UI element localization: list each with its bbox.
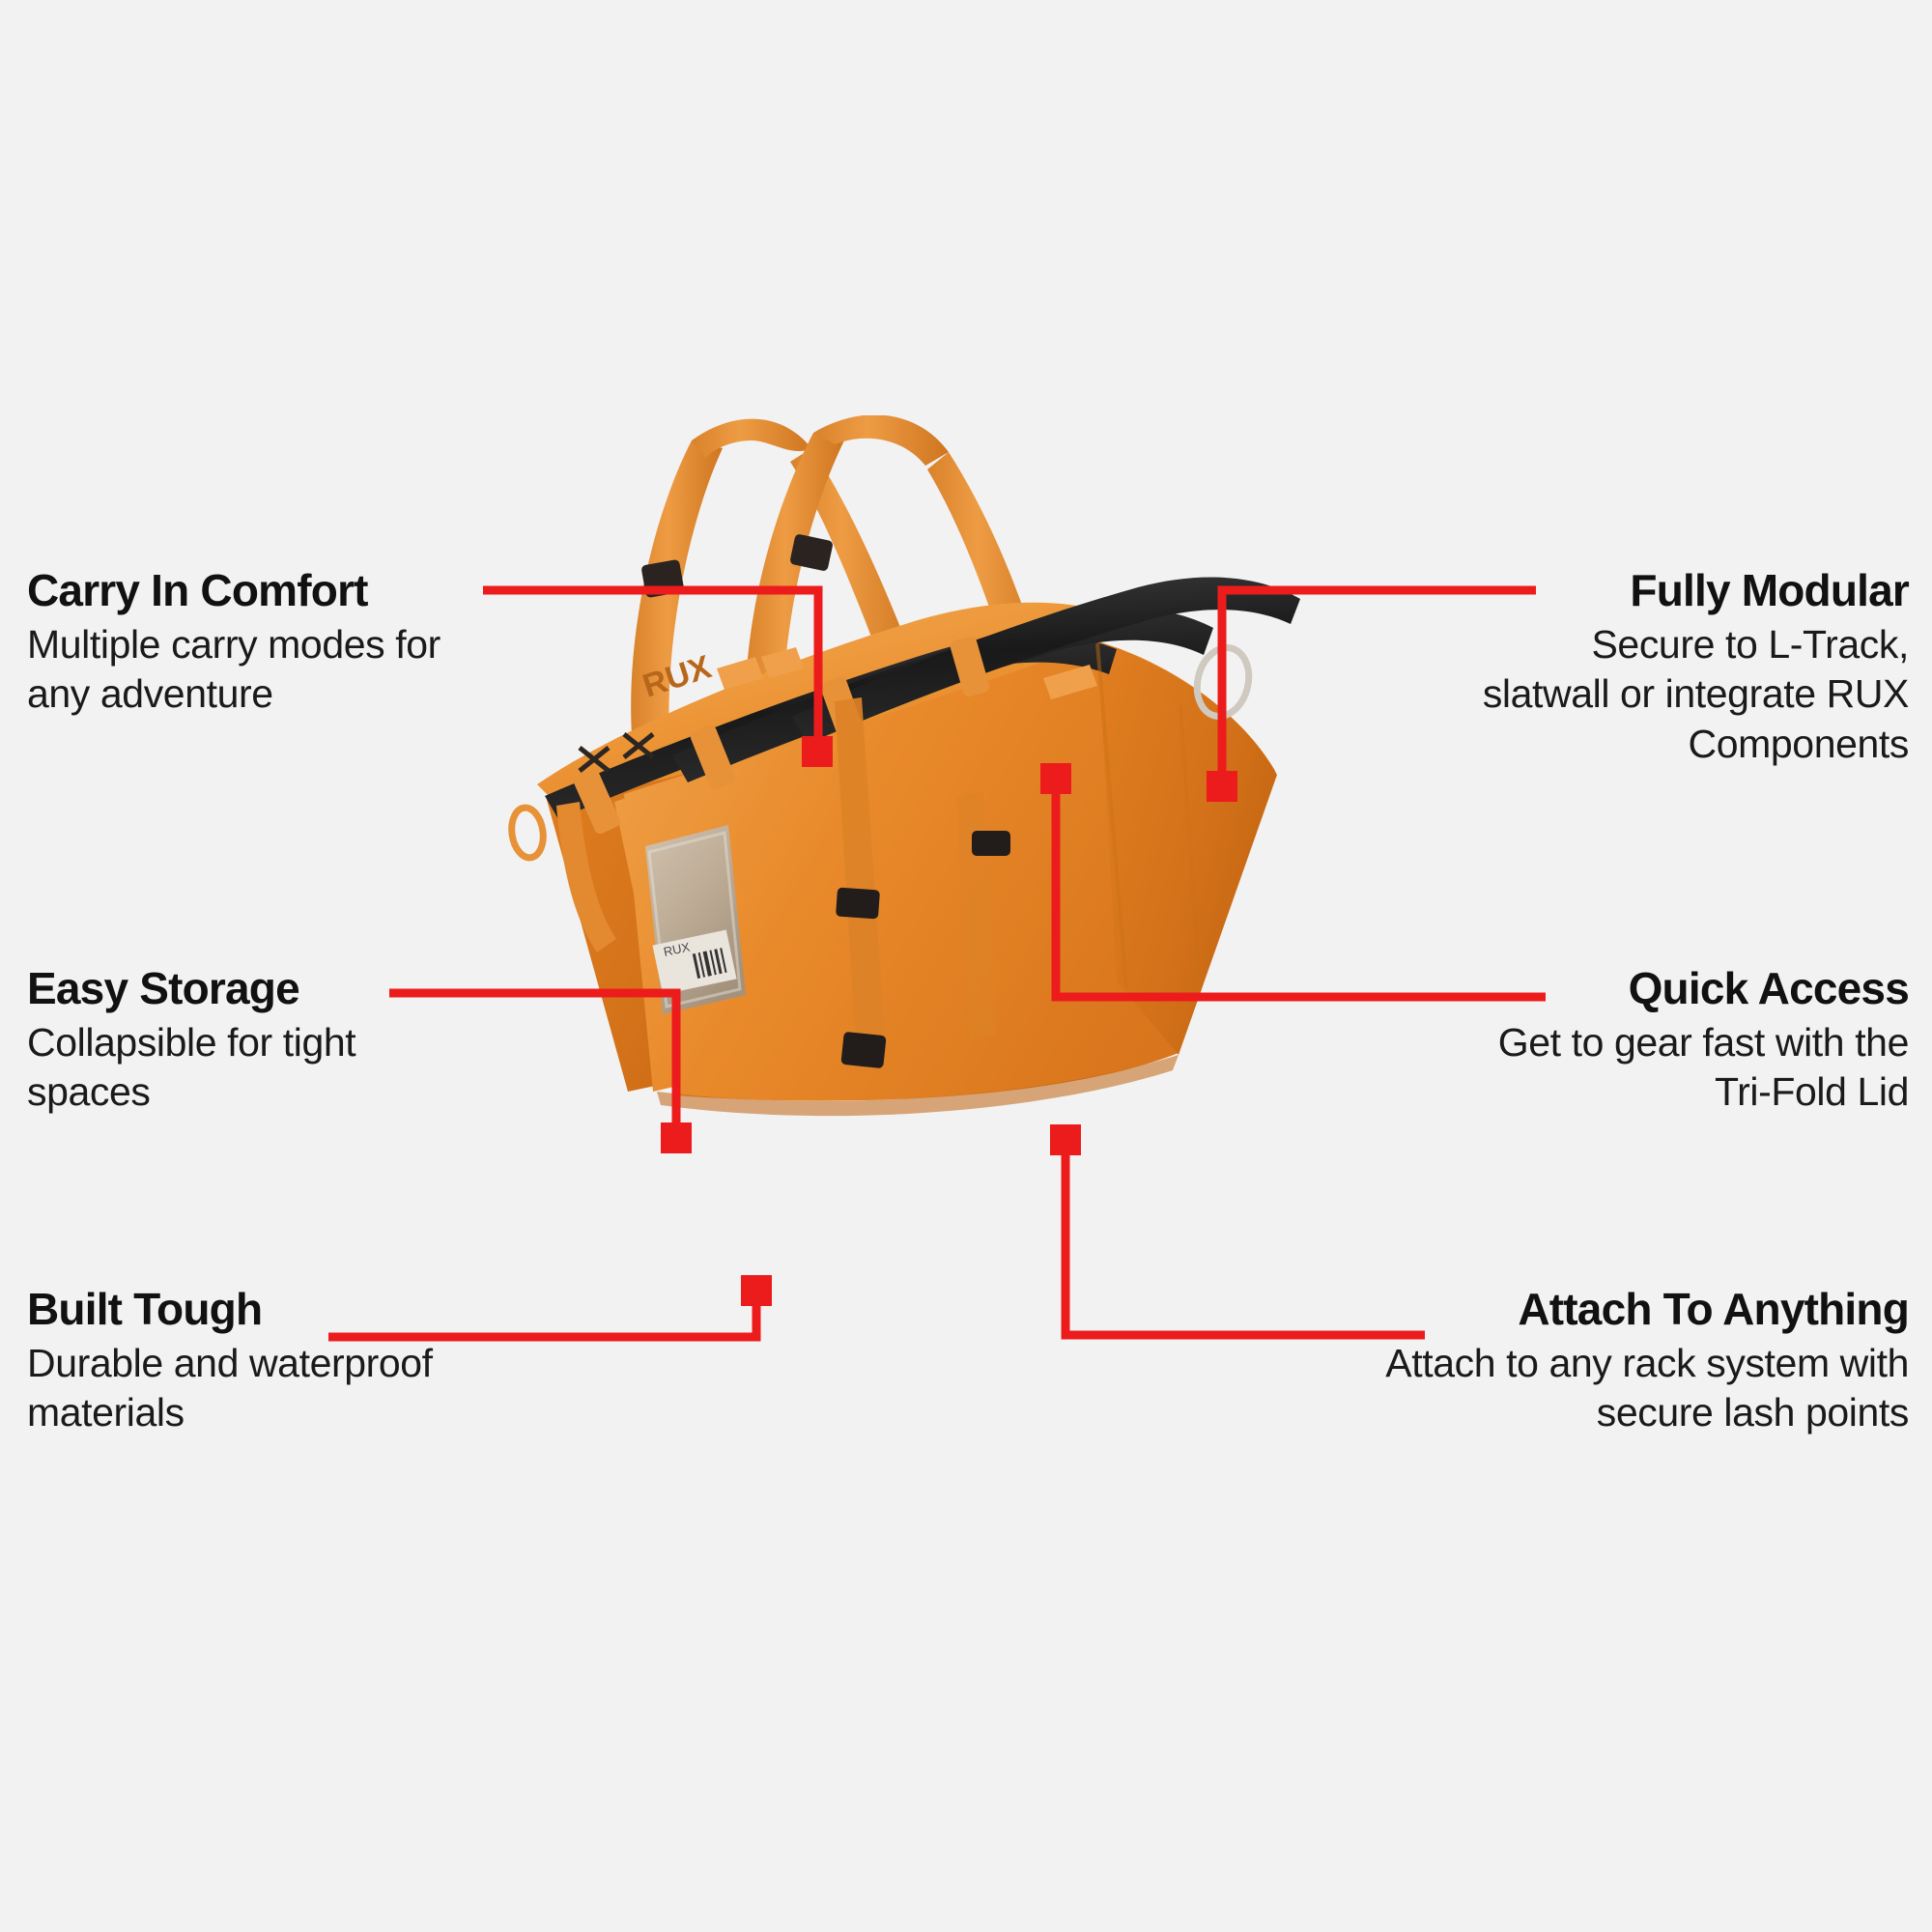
callout-body: Multiple carry modes for any adventure bbox=[27, 620, 645, 720]
callout-body-line: Get to gear fast with the bbox=[1497, 1019, 1910, 1065]
callout-body: Secure to L-Track, slatwall or integrate… bbox=[1213, 620, 1910, 770]
lid-tab bbox=[950, 636, 990, 697]
pull-tab bbox=[1043, 665, 1097, 699]
callout-body-line: Durable and waterproof bbox=[27, 1340, 433, 1385]
callout-body-line: Multiple carry modes for bbox=[27, 621, 440, 667]
side-handle bbox=[556, 802, 616, 952]
callout-body-line: Components bbox=[1688, 722, 1910, 767]
callout-fully-modular: Fully Modular Secure to L-Track, slatwal… bbox=[1213, 565, 1910, 770]
callout-carry-in-comfort: Carry In Comfort Multiple carry modes fo… bbox=[27, 565, 645, 720]
callout-body-line: Attach to any rack system with bbox=[1385, 1340, 1909, 1385]
strap-buckle-icon bbox=[790, 534, 833, 571]
callout-body-line: slatwall or integrate RUX bbox=[1482, 671, 1910, 717]
lash-buckle-icon bbox=[836, 887, 880, 920]
callout-body: Attach to any rack system with secure la… bbox=[1155, 1339, 1909, 1438]
product-image: RUX RUX bbox=[508, 415, 1300, 1117]
callout-body-line: Collapsible for tight bbox=[27, 1019, 356, 1065]
callout-built-tough: Built Tough Durable and waterproof mater… bbox=[27, 1284, 665, 1438]
callout-body: Durable and waterproof materials bbox=[27, 1339, 665, 1438]
lash-buckle-icon bbox=[840, 1032, 887, 1068]
callout-body-line: spaces bbox=[27, 1069, 151, 1115]
callout-body: Get to gear fast with the Tri-Fold Lid bbox=[1194, 1018, 1910, 1118]
callout-body-line: Tri-Fold Lid bbox=[1714, 1069, 1909, 1115]
callout-title: Easy Storage bbox=[27, 963, 300, 1013]
callout-attach-to-anything: Attach To Anything Attach to any rack sy… bbox=[1155, 1284, 1910, 1438]
lid-tab bbox=[574, 769, 620, 835]
callout-easy-storage: Easy Storage Collapsible for tight space… bbox=[27, 963, 626, 1118]
strap-buckle-icon bbox=[641, 559, 684, 598]
d-ring-icon bbox=[508, 804, 547, 862]
callout-body-line: secure lash points bbox=[1596, 1390, 1910, 1435]
callout-title: Fully Modular bbox=[1630, 565, 1909, 615]
callout-title: Attach To Anything bbox=[1518, 1284, 1909, 1334]
callout-title: Carry In Comfort bbox=[27, 565, 368, 615]
callout-body-line: Secure to L-Track, bbox=[1591, 621, 1909, 667]
callout-body-line: any adventure bbox=[27, 671, 273, 717]
bag-bottom-fold bbox=[657, 1055, 1179, 1117]
callout-title: Built Tough bbox=[27, 1284, 263, 1334]
id-label-text: RUX bbox=[663, 939, 692, 958]
lash-buckle-icon bbox=[972, 831, 1010, 856]
lash-strap bbox=[835, 697, 885, 1045]
callout-body-line: materials bbox=[27, 1390, 185, 1435]
callout-quick-access: Quick Access Get to gear fast with the T… bbox=[1194, 963, 1910, 1118]
barcode-icon bbox=[692, 948, 727, 980]
callout-body: Collapsible for tight spaces bbox=[27, 1018, 626, 1118]
callout-title: Quick Access bbox=[1628, 963, 1910, 1013]
